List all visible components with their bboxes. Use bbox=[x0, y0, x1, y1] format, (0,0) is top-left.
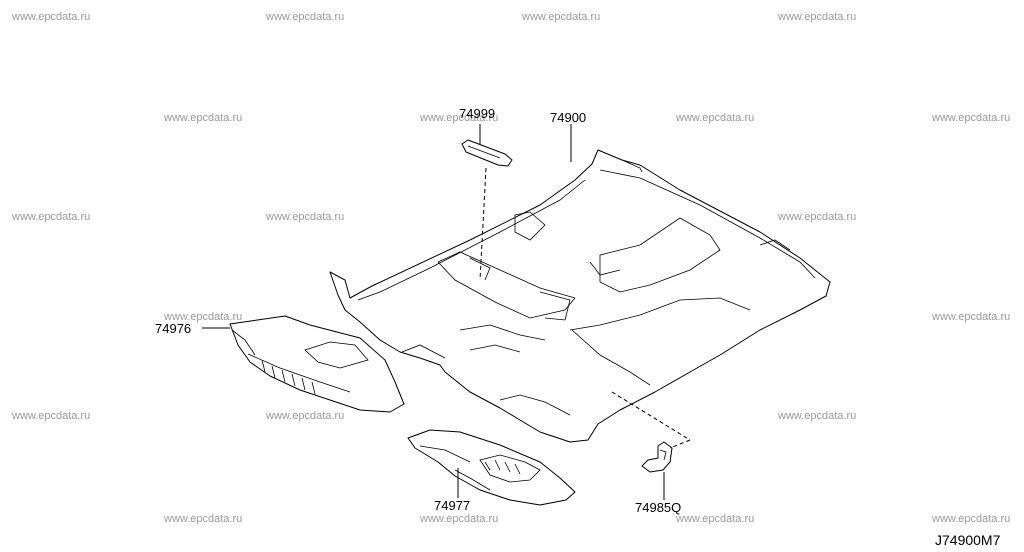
leader-lines bbox=[202, 124, 691, 500]
floor-carpet-74900[interactable] bbox=[329, 149, 831, 443]
part-number-label: 74900 bbox=[550, 110, 586, 125]
watermark: www.epcdata.ru bbox=[675, 513, 754, 525]
part-number-label: 74985Q bbox=[635, 500, 681, 515]
watermark: www.epcdata.ru bbox=[777, 410, 856, 422]
part-number-label: 74977 bbox=[434, 498, 470, 513]
watermark: www.epcdata.ru bbox=[11, 11, 90, 23]
front-mat-74976[interactable] bbox=[229, 315, 405, 413]
watermark: www.epcdata.ru bbox=[11, 410, 90, 422]
watermark: www.epcdata.ru bbox=[777, 11, 856, 23]
watermark: www.epcdata.ru bbox=[931, 311, 1010, 323]
part-number-label: 74976 bbox=[155, 321, 191, 336]
watermark: www.epcdata.ru bbox=[163, 513, 242, 525]
watermark: www.epcdata.ru bbox=[163, 311, 242, 323]
watermark: www.epcdata.ru bbox=[265, 211, 344, 223]
part-labels: 74999 74900 74976 74977 74985Q bbox=[155, 106, 681, 515]
watermark: www.epcdata.ru bbox=[265, 410, 344, 422]
watermark: www.epcdata.ru bbox=[419, 112, 498, 124]
watermark: www.epcdata.ru bbox=[931, 513, 1010, 525]
watermark: www.epcdata.ru bbox=[265, 11, 344, 23]
watermark: www.epcdata.ru bbox=[521, 11, 600, 23]
watermark: www.epcdata.ru bbox=[931, 112, 1010, 124]
watermark: www.epcdata.ru bbox=[11, 211, 90, 223]
diagram-code: J74900M7 bbox=[935, 532, 1001, 548]
clip-74999[interactable] bbox=[461, 139, 513, 167]
part-number-label: 74999 bbox=[459, 106, 495, 121]
watermark: www.epcdata.ru bbox=[777, 211, 856, 223]
watermark: www.epcdata.ru bbox=[675, 112, 754, 124]
watermark: www.epcdata.ru bbox=[419, 513, 498, 525]
rear-mat-74977[interactable] bbox=[407, 429, 576, 506]
bracket-74985Q[interactable] bbox=[641, 441, 673, 473]
watermark: www.epcdata.ru bbox=[163, 112, 242, 124]
